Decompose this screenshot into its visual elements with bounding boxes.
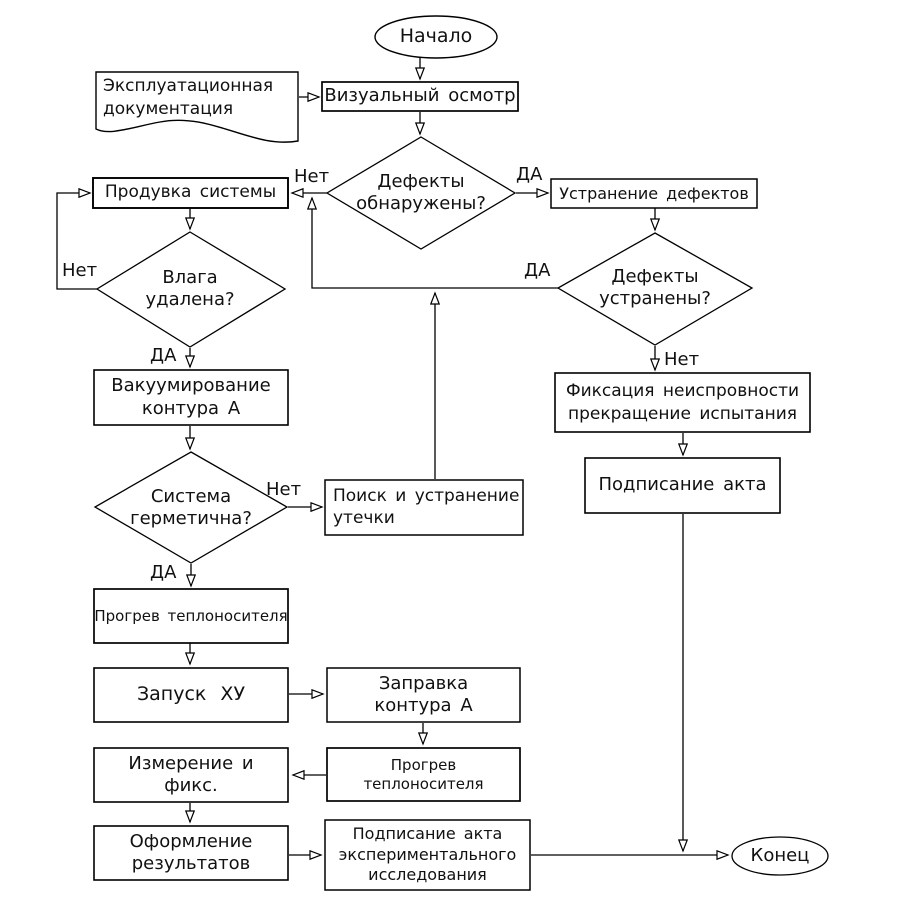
node-start-label: Начало <box>399 25 473 48</box>
node-visual-inspection-shape <box>321 81 519 112</box>
branch-label-defects-fixed-yes: ДА <box>524 260 551 281</box>
node-moisture-removed-shape <box>95 231 287 348</box>
node-end-shape <box>731 836 829 876</box>
edge-defects-fixed-yes-loop <box>312 198 558 289</box>
node-start-shape <box>374 15 498 59</box>
branch-label-tightness-yes: ДА <box>150 562 177 583</box>
node-end-label: Конец <box>750 844 810 866</box>
node-final-act-shape <box>324 819 531 891</box>
node-defects-fixed-label: Дефекты устранены? <box>599 265 711 310</box>
node-defects-found-shape <box>325 136 517 250</box>
node-moisture-removed-label: Влага удалена? <box>145 266 235 311</box>
node-leak-search-shape <box>324 479 524 536</box>
node-operational-docs-shape <box>95 71 299 143</box>
node-vacuuming-label: Вакуумирование контура А <box>111 375 271 419</box>
node-visual-inspection-label: Визуальный осмотр <box>324 85 516 107</box>
node-chiller-start-label: Запуск ХУ <box>136 683 246 706</box>
node-loop-a-filling-label: Заправка контура А <box>374 672 473 717</box>
branch-label-defects-fixed-no: Нет <box>664 349 700 370</box>
node-defect-elimination-label: Устранение дефектов <box>559 183 749 203</box>
node-system-purge-label: Продувка системы <box>104 182 277 203</box>
node-measurement-shape <box>93 747 289 803</box>
branch-label-moisture-no: Нет <box>62 260 98 281</box>
node-system-purge-shape <box>92 177 289 209</box>
node-system-tight-label: Система герметична? <box>130 485 252 530</box>
node-operational-docs-label: Эксплуатационная документация <box>103 76 274 119</box>
node-system-tight-shape <box>93 451 289 564</box>
node-measurement-label: Измерение и фикс. <box>128 752 254 797</box>
node-coolant-warmup2-shape <box>326 747 521 802</box>
node-defect-elimination-shape <box>550 178 758 209</box>
node-failure-record-shape <box>554 372 811 433</box>
node-results-label: Оформление результатов <box>129 830 253 875</box>
node-coolant-warmup2-label: Прогрев теплоносителя <box>363 755 484 793</box>
node-chiller-start-shape <box>93 667 289 723</box>
node-loop-a-filling-shape <box>326 667 521 723</box>
node-failure-record-label: Фиксация неиспровности прекращение испыт… <box>565 380 800 424</box>
branch-label-tightness-no: Нет <box>266 479 302 500</box>
node-act-signing-label: Подписание акта <box>598 474 767 496</box>
branch-label-defects-found-no: Нет <box>294 166 330 187</box>
node-final-act-label: Подписание акта экспериментального иссле… <box>338 823 517 885</box>
node-act-signing-shape <box>584 457 781 514</box>
branch-label-defects-found-yes: ДА <box>516 164 543 185</box>
node-coolant-warmup1-label: Прогрев теплоносителя <box>94 606 288 625</box>
node-coolant-warmup1-shape <box>93 588 289 644</box>
edge-moisture-no-loop <box>56 193 97 290</box>
node-defects-fixed-shape <box>556 232 754 346</box>
branch-label-moisture-yes: ДА <box>150 345 177 366</box>
node-vacuuming-shape <box>93 369 289 426</box>
node-defects-found-label: Дефекты обнаружены? <box>356 170 486 215</box>
node-results-shape <box>93 825 289 881</box>
node-leak-search-label: Поиск и устранение утечки <box>333 486 520 528</box>
